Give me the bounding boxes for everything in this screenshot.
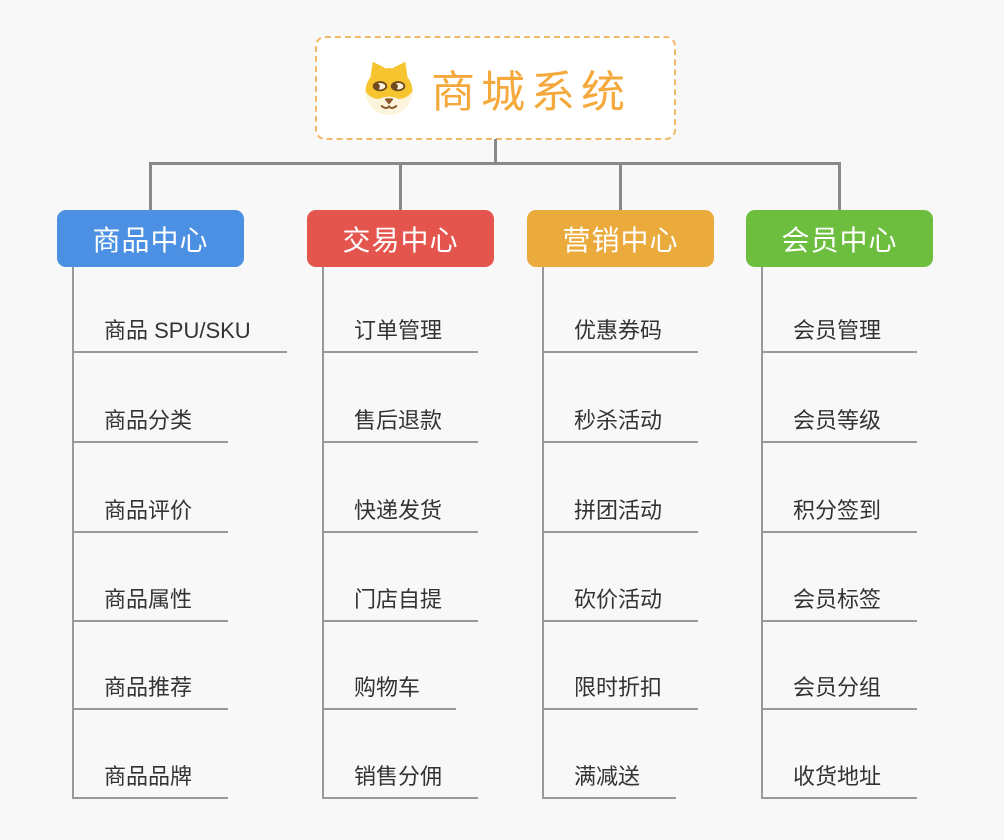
connector-marketing-branch-line [542,267,544,799]
connector-drop-member [838,164,841,210]
leaf-node-order-management[interactable]: 订单管理 [322,320,479,353]
leaf-node-shipping-address[interactable]: 收货地址 [761,766,918,799]
connector-trade-branch-line [322,267,324,799]
root-node[interactable]: 商城系统 [315,36,676,140]
branch-product-center: 商品中心 商品 SPU/SKU 商品分类 商品评价 商品属性 商品推荐 商品品牌 [57,210,319,820]
connector-drop-trade [399,164,402,210]
root-title: 商城系统 [431,68,631,117]
leaf-node-full-reduction[interactable]: 满减送 [542,766,677,799]
connector-root-stem [494,139,497,163]
leaf-node-store-pickup[interactable]: 门店自提 [322,589,479,622]
branch-node-trade-center[interactable]: 交易中心 [307,210,494,267]
branch-node-marketing-center[interactable]: 营销中心 [527,210,714,267]
leaf-node-bargain[interactable]: 砍价活动 [542,589,699,622]
leaf-node-after-sale-refund[interactable]: 售后退款 [322,410,479,443]
dog-face-icon [365,61,413,116]
connector-drop-product [149,164,152,210]
leaf-node-member-tag[interactable]: 会员标签 [761,589,918,622]
leaf-node-member-management[interactable]: 会员管理 [761,320,918,353]
leaf-node-flash-sale[interactable]: 秒杀活动 [542,410,699,443]
connector-drop-marketing [619,164,622,210]
leaf-node-coupon-code[interactable]: 优惠券码 [542,320,699,353]
leaf-node-shopping-cart[interactable]: 购物车 [322,677,457,710]
branch-node-product-center[interactable]: 商品中心 [57,210,244,267]
leaf-node-product-brand[interactable]: 商品品牌 [72,766,229,799]
leaf-node-product-recommend[interactable]: 商品推荐 [72,677,229,710]
leaf-node-product-attribute[interactable]: 商品属性 [72,589,229,622]
leaf-node-points-checkin[interactable]: 积分签到 [761,500,918,533]
branch-member-center: 会员中心 会员管理 会员等级 积分签到 会员标签 会员分组 收货地址 [746,210,1004,820]
branch-trade-center: 交易中心 订单管理 售后退款 快递发货 门店自提 购物车 销售分佣 [307,210,569,820]
leaf-node-limited-discount[interactable]: 限时折扣 [542,677,699,710]
connector-product-branch-line [72,267,74,799]
branch-marketing-center: 营销中心 优惠券码 秒杀活动 拼团活动 砍价活动 限时折扣 满减送 [527,210,789,820]
leaf-node-product-spu-sku[interactable]: 商品 SPU/SKU [72,320,287,353]
leaf-node-member-level[interactable]: 会员等级 [761,410,918,443]
leaf-node-group-buy[interactable]: 拼团活动 [542,500,699,533]
leaf-node-member-group[interactable]: 会员分组 [761,677,918,710]
leaf-node-product-category[interactable]: 商品分类 [72,410,229,443]
leaf-node-express-delivery[interactable]: 快递发货 [322,500,479,533]
connector-horizontal [149,162,841,165]
leaf-node-product-review[interactable]: 商品评价 [72,500,229,533]
branch-node-member-center[interactable]: 会员中心 [746,210,933,267]
connector-member-branch-line [761,267,763,799]
leaf-node-sales-commission[interactable]: 销售分佣 [322,766,479,799]
